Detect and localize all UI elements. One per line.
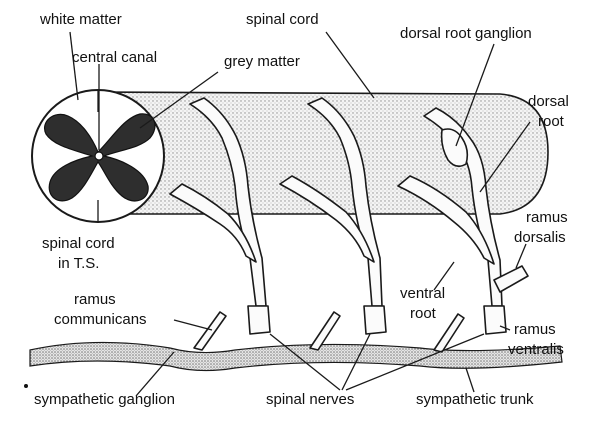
label-ramus-dorsalis-line2: dorsalis	[514, 229, 566, 246]
pointer-ramus-ventralis	[499, 325, 511, 331]
label-spinal-cord: spinal cord	[246, 11, 319, 28]
label-sympathetic-ganglion: sympathetic ganglion	[34, 391, 175, 408]
labels: white matter central canal grey matter s…	[34, 11, 569, 408]
label-dorsal-root-line2: root	[538, 113, 565, 130]
pointer-dorsal-root	[479, 121, 531, 193]
label-dorsal-root-ganglion: dorsal root ganglion	[400, 25, 532, 42]
pointer-ventral-root	[433, 261, 455, 291]
label-sympathetic-trunk: sympathetic trunk	[416, 391, 534, 408]
pointer-ramus-communicans	[173, 319, 213, 331]
pointer-spinal-nerves-3	[345, 333, 485, 391]
spinal-nerve-2	[279, 97, 387, 351]
pointer-dorsal-root-ganglion	[455, 43, 495, 147]
pointer-spinal-nerves-2	[341, 333, 371, 391]
label-ventral-root-line1: ventral	[400, 285, 445, 302]
label-spinal-nerves: spinal nerves	[266, 391, 354, 408]
label-grey-matter: grey matter	[224, 53, 300, 70]
spinal-nerve-1	[169, 97, 271, 351]
central-canal	[94, 151, 104, 161]
label-spinal-cord-ts-line1: spinal cord	[42, 235, 115, 252]
label-spinal-cord-ts-line2: in T.S.	[58, 255, 99, 272]
pointer-sympathetic-ganglion	[135, 351, 175, 397]
label-ramus-dorsalis-line1: ramus	[526, 209, 568, 226]
sympathetic-trunk-shape	[29, 341, 563, 372]
label-white-matter: white matter	[39, 11, 122, 28]
pointer-spinal-cord	[325, 31, 375, 99]
label-ventral-root-line2: root	[410, 305, 437, 322]
spinal-nerve-3	[397, 107, 529, 353]
label-ramus-ventralis-line1: ramus	[514, 321, 556, 338]
pointer-sympathetic-trunk	[465, 367, 475, 393]
label-central-canal: central canal	[72, 49, 157, 66]
label-ramus-communicans-line2: communicans	[54, 311, 147, 328]
pointer-lines	[69, 31, 531, 397]
label-dorsal-root-line1: dorsal	[528, 93, 569, 110]
label-ramus-communicans-line1: ramus	[74, 291, 116, 308]
pointer-grey-matter	[139, 71, 219, 129]
pointer-ramus-dorsalis	[515, 243, 527, 269]
stray-dot	[24, 384, 28, 388]
pointer-spinal-nerves-1	[269, 333, 341, 391]
pointer-white-matter	[69, 31, 79, 101]
label-ramus-ventralis-line2: ventralis	[508, 341, 564, 358]
spinal-cord-cross-section	[31, 89, 165, 223]
